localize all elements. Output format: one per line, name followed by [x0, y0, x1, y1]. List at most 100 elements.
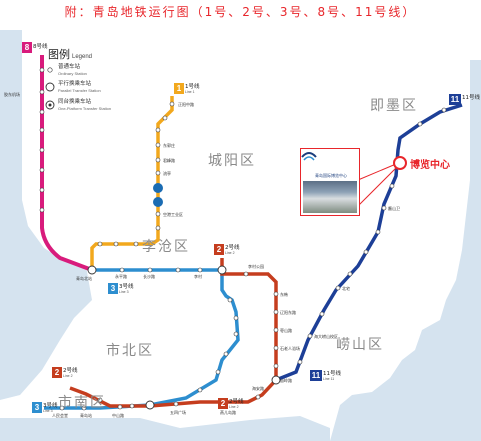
station: [233, 331, 239, 337]
line-11-badge-north: 11: [449, 94, 461, 105]
line-2-track: [69, 258, 278, 408]
station-label: 青岛北站: [76, 276, 92, 281]
station-label: 海大崂山校区: [314, 334, 338, 339]
station-label: 正阳中路: [178, 102, 194, 107]
station: [147, 267, 153, 273]
station: [273, 363, 279, 369]
station: [347, 271, 353, 277]
map-title: 附：青岛地铁运行图（1号、2号、3号、8号、11号线）: [64, 5, 417, 19]
station-label: 李村: [194, 274, 202, 279]
expo-station-label[interactable]: 博览中心: [410, 160, 450, 171]
legend-item-ordinary: 普通车站 Ordinary Station: [58, 64, 87, 76]
legend-symbols: [45, 67, 55, 110]
station-label: 胶东机场: [4, 92, 20, 97]
district-laoshan: 崂山区: [336, 337, 384, 353]
station: [243, 271, 249, 277]
station-label: 东郭庄: [163, 143, 175, 148]
station: [273, 291, 279, 297]
line-11-label-north: 11号线: [462, 95, 480, 101]
station-label: 辽阳东路: [280, 310, 296, 315]
station: [169, 101, 175, 107]
station: [97, 241, 103, 247]
legend-item-one-platform: 同台换乘车站 One-Platform Transfer Station: [58, 99, 112, 111]
station: [39, 147, 45, 153]
station: [133, 241, 139, 247]
expo-venue-name: 青岛国际博览中心: [315, 173, 347, 178]
expo-station-marker[interactable]: [393, 156, 407, 170]
station: [39, 127, 45, 133]
district-shinan: 市南区: [58, 395, 106, 411]
station: [39, 167, 45, 173]
station-label: 空港工业区: [163, 212, 183, 217]
station: [297, 359, 303, 365]
legend-item-parallel: 平行换乘车站 Parallel Transfer Station: [58, 81, 101, 93]
station-label: 鳌山卫: [388, 206, 400, 211]
station: [273, 327, 279, 333]
sea-area-south: [0, 416, 330, 441]
expo-center-card[interactable]: 青岛国际博览中心: [300, 148, 360, 216]
station-label: 五四广场: [170, 410, 186, 415]
station-label: 苗岭路: [280, 378, 292, 383]
station: [441, 107, 447, 113]
line-2-badge-west: 2: [52, 367, 62, 378]
station: [197, 387, 203, 393]
transfer-station: [87, 265, 97, 275]
expo-connector-2: [357, 167, 397, 207]
station: [227, 297, 233, 303]
district-jimo: 即墨区: [370, 98, 418, 114]
station-label: 中山路: [112, 413, 124, 418]
line-3-badge-south: 3: [32, 402, 42, 413]
station-label: 流亭: [163, 171, 171, 176]
transfer-station: [145, 400, 155, 410]
expo-connector: [357, 163, 397, 181]
line-8-badge: 8: [22, 42, 32, 53]
station: [255, 394, 261, 400]
station: [155, 127, 161, 133]
airport-icon: [153, 183, 163, 193]
line-3-badge-north: 3: [108, 283, 118, 294]
station: [381, 205, 387, 211]
station-label: 人民会堂: [52, 413, 68, 418]
district-licang: 李沧区: [142, 239, 190, 255]
station: [375, 229, 381, 235]
transfer-station: [217, 265, 227, 275]
station: [129, 403, 135, 409]
line-2-stations: [97, 271, 279, 409]
station: [113, 241, 119, 247]
station: [389, 183, 395, 189]
station: [417, 121, 423, 127]
station: [173, 401, 179, 407]
station: [117, 404, 123, 410]
expo-venue-photo: [303, 181, 357, 213]
station-label: 北宅: [342, 286, 350, 291]
station-label: 青岛站: [80, 413, 92, 418]
station-label: 长沙路: [143, 274, 155, 279]
station: [307, 333, 313, 339]
station: [155, 142, 161, 148]
station-label: 枣山路: [280, 328, 292, 333]
station: [273, 345, 279, 351]
line-11-stations: [297, 107, 447, 365]
station: [273, 309, 279, 315]
station: [97, 397, 103, 403]
station-label: 君峰路: [163, 158, 175, 163]
district-chengyang: 城阳区: [208, 153, 256, 169]
line-1-track: [90, 96, 174, 270]
line-8-track: [40, 55, 93, 272]
station: [39, 89, 45, 95]
line-11-badge-south: 11: [310, 370, 322, 381]
legend-title-en: Legend: [72, 54, 93, 60]
bus-icon: [153, 197, 163, 207]
transfer-stations: [87, 265, 281, 410]
station: [363, 249, 369, 255]
